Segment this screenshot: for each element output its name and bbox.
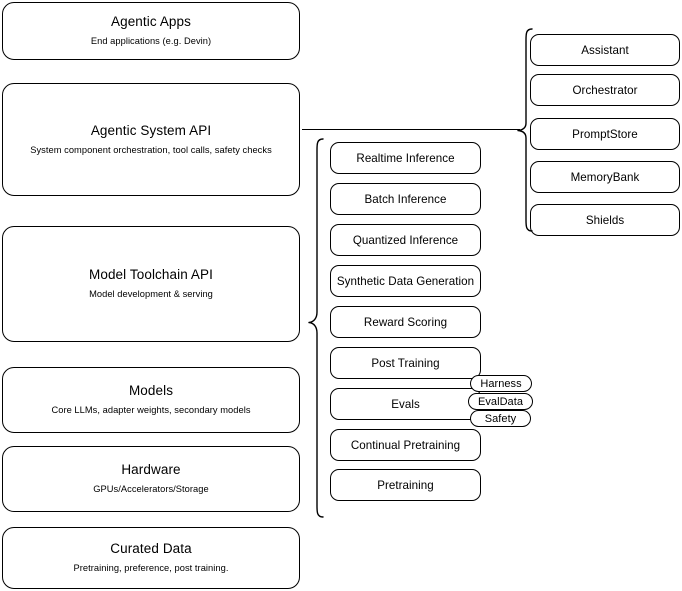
chip-evals[interactable]: Evals xyxy=(330,388,481,420)
chip-label: PromptStore xyxy=(572,127,638,141)
chip-label: Evals xyxy=(391,397,420,411)
pill-evaldata[interactable]: EvalData xyxy=(468,393,533,410)
chip-label: Shields xyxy=(585,213,625,227)
layer-title: Curated Data xyxy=(110,541,192,557)
chip-label: Pretraining xyxy=(377,478,434,492)
chip-pretraining[interactable]: Pretraining xyxy=(330,469,481,501)
layer-subtitle: Pretraining, preference, post training. xyxy=(73,563,229,574)
chip-label: Post Training xyxy=(371,356,440,370)
chip-post-training[interactable]: Post Training xyxy=(330,347,481,379)
chip-memorybank[interactable]: MemoryBank xyxy=(530,161,680,193)
chip-quantized-inference[interactable]: Quantized Inference xyxy=(330,224,481,256)
layer-model-toolchain-api[interactable]: Model Toolchain API Model development & … xyxy=(2,226,300,342)
chip-label: Quantized Inference xyxy=(352,233,459,247)
pill-harness[interactable]: Harness xyxy=(470,375,532,392)
chip-label: MemoryBank xyxy=(570,170,640,184)
chip-label: Continual Pretraining xyxy=(350,438,461,452)
pill-safety[interactable]: Safety xyxy=(470,410,531,427)
pill-label: Safety xyxy=(484,412,517,425)
chip-synthetic-data-generation[interactable]: Synthetic Data Generation xyxy=(330,265,481,297)
layer-subtitle: End applications (e.g. Devin) xyxy=(90,36,212,47)
layer-title: Model Toolchain API xyxy=(89,267,213,283)
chip-continual-pretraining[interactable]: Continual Pretraining xyxy=(330,429,481,461)
chip-label: Batch Inference xyxy=(364,192,447,206)
layer-subtitle: GPUs/Accelerators/Storage xyxy=(93,484,209,495)
layer-title: Hardware xyxy=(121,462,181,478)
layer-subtitle: Core LLMs, adapter weights, secondary mo… xyxy=(51,405,251,416)
layer-title: Agentic Apps xyxy=(110,14,191,30)
chip-promptstore[interactable]: PromptStore xyxy=(530,118,680,150)
chip-label: Assistant xyxy=(581,43,629,57)
chip-orchestrator[interactable]: Orchestrator xyxy=(530,74,680,106)
pill-label: EvalData xyxy=(477,395,524,408)
layer-hardware[interactable]: Hardware GPUs/Accelerators/Storage xyxy=(2,446,300,512)
layer-title: Agentic System API xyxy=(90,122,212,138)
agentic-components-brace xyxy=(517,28,533,232)
connector-agentic-system-to-components xyxy=(302,129,520,131)
layer-models[interactable]: Models Core LLMs, adapter weights, secon… xyxy=(2,367,300,433)
toolchain-brace xyxy=(308,138,324,518)
layer-subtitle: System component orchestration, tool cal… xyxy=(30,144,272,155)
chip-reward-scoring[interactable]: Reward Scoring xyxy=(330,306,481,338)
layer-agentic-apps[interactable]: Agentic Apps End applications (e.g. Devi… xyxy=(2,2,300,60)
chip-label: Synthetic Data Generation xyxy=(336,274,475,288)
chip-realtime-inference[interactable]: Realtime Inference xyxy=(330,142,481,174)
layer-agentic-system-api[interactable]: Agentic System API System component orch… xyxy=(2,83,300,196)
layer-curated-data[interactable]: Curated Data Pretraining, preference, po… xyxy=(2,527,300,589)
pill-label: Harness xyxy=(480,377,522,390)
chip-assistant[interactable]: Assistant xyxy=(530,34,680,66)
chip-shields[interactable]: Shields xyxy=(530,204,680,236)
layer-title: Models xyxy=(128,383,174,399)
chip-batch-inference[interactable]: Batch Inference xyxy=(330,183,481,215)
chip-label: Realtime Inference xyxy=(356,151,455,165)
layer-subtitle: Model development & serving xyxy=(89,289,213,300)
chip-label: Orchestrator xyxy=(572,83,638,97)
chip-label: Reward Scoring xyxy=(363,315,448,329)
